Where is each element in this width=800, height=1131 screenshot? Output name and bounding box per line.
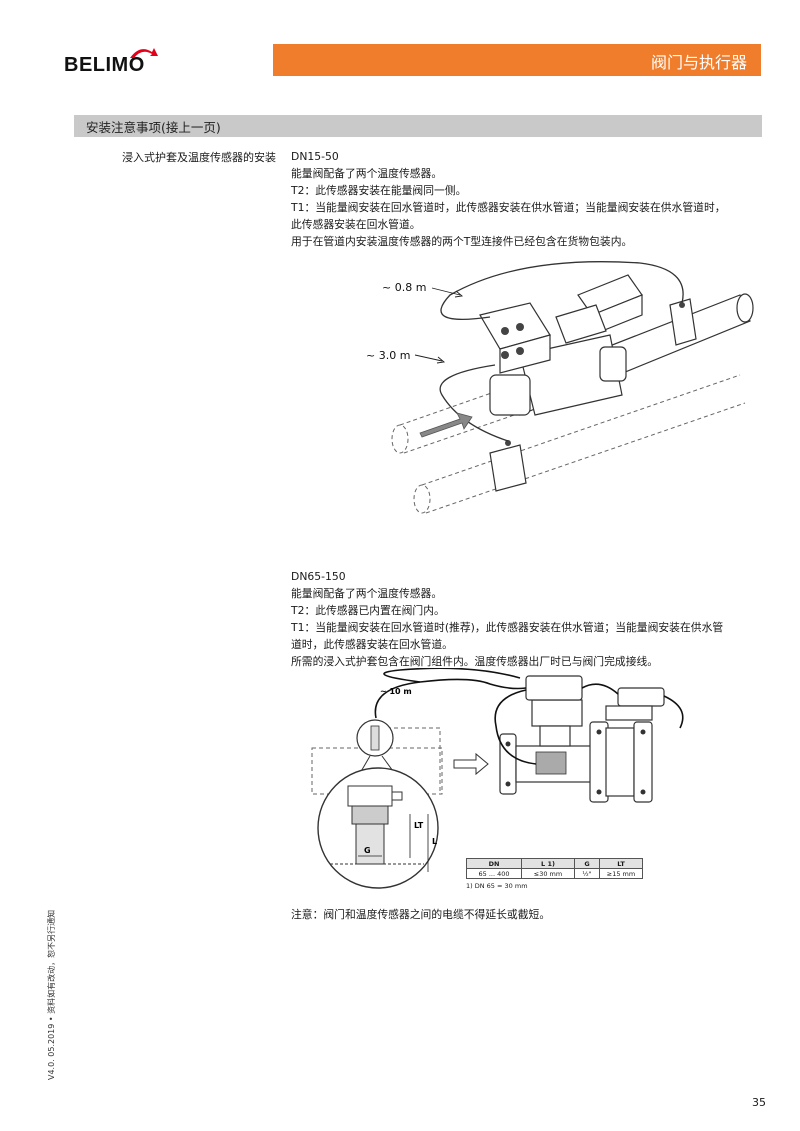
block2-heading: DN65-150 bbox=[291, 570, 346, 583]
block1-line: 用于在管道内安装温度传感器的两个T型连接件已经包含在货物包装内。 bbox=[291, 235, 633, 248]
belimo-logo: BELIMO bbox=[64, 48, 164, 76]
block-dn65-150: DN65-150 能量阀配备了两个温度传感器。 T2：此传感器已内置在阀门内。 … bbox=[291, 568, 723, 670]
logo-mark-icon bbox=[130, 48, 158, 58]
figure2-cable-label: ~ 10 m bbox=[380, 687, 412, 696]
figure1-label-short: ~ 0.8 m bbox=[382, 281, 426, 294]
dim-lt-label: LT bbox=[414, 821, 424, 830]
table-cell: 65 ... 400 bbox=[466, 868, 522, 879]
table-header: DN bbox=[466, 858, 522, 869]
block-dn15-50: DN15-50 能量阀配备了两个温度传感器。 T2：此传感器安装在能量阀同一侧。… bbox=[291, 148, 726, 250]
block2-line: 能量阀配备了两个温度传感器。 bbox=[291, 587, 443, 600]
block1-line: 能量阀配备了两个温度传感器。 bbox=[291, 167, 443, 180]
block2-line: 所需的浸入式护套包含在阀门组件内。温度传感器出厂时已与阀门完成接线。 bbox=[291, 655, 659, 668]
block1-line: 此传感器安装在回水管道。 bbox=[291, 218, 421, 231]
block2-line: T1：当能量阀安装在回水管道时(推荐)，此传感器安装在供水管道；当能量阀安装在供… bbox=[291, 621, 724, 634]
figure-dn15-50-installation: ~ 0.8 m ~ 3.0 m bbox=[366, 261, 754, 514]
table-row: 65 ... 400 ≤30 mm ½" ≥15 mm bbox=[466, 868, 643, 879]
header-title: 阀门与执行器 bbox=[650, 53, 747, 72]
section-title: 安装注意事项(接上一页) bbox=[86, 120, 221, 135]
dimensions-table: DN L 1) G LT 65 ... 400 ≤30 mm ½" ≥15 mm bbox=[466, 858, 643, 879]
block1-line: T2：此传感器安装在能量阀同一侧。 bbox=[291, 184, 467, 197]
dim-l-label: L bbox=[432, 837, 437, 846]
header-bar: 阀门与执行器 bbox=[273, 44, 761, 76]
figure-dn65-150-installation: G LT L ~ 10 m bbox=[311, 668, 684, 889]
table-footnote: 1) DN 65 = 30 mm bbox=[466, 882, 528, 890]
table-header-row: DN L 1) G LT bbox=[466, 858, 643, 869]
version-notice: V4.0. 05.2019 • 资料如有改动，恕不另行通知 bbox=[47, 909, 56, 1080]
dim-g-label: G bbox=[364, 846, 371, 855]
block1-heading: DN15-50 bbox=[291, 150, 339, 163]
cable-note: 注意：阀门和温度传感器之间的电缆不得延长或截短。 bbox=[291, 908, 551, 921]
table-header: L 1) bbox=[521, 858, 575, 869]
table-cell: ≥15 mm bbox=[599, 868, 643, 879]
brand-name: BELIMO bbox=[64, 54, 145, 76]
table-cell: ½" bbox=[574, 868, 600, 879]
block2-line: 道时，此传感器安装在回水管道。 bbox=[291, 638, 453, 651]
block2-line: T2：此传感器已内置在阀门内。 bbox=[291, 604, 445, 617]
section-bar: 安装注意事项(接上一页) bbox=[74, 115, 762, 137]
block1-line: T1：当能量阀安装在回水管道时，此传感器安装在供水管道；当能量阀安装在供水管道时… bbox=[291, 201, 726, 214]
figure1-label-long: ~ 3.0 m bbox=[366, 349, 410, 362]
side-label: 浸入式护套及温度传感器的安装 bbox=[122, 151, 276, 164]
page-number: 35 bbox=[752, 1096, 766, 1109]
table-header: G bbox=[574, 858, 600, 869]
table-header: LT bbox=[599, 858, 643, 869]
table-cell: ≤30 mm bbox=[521, 868, 575, 879]
